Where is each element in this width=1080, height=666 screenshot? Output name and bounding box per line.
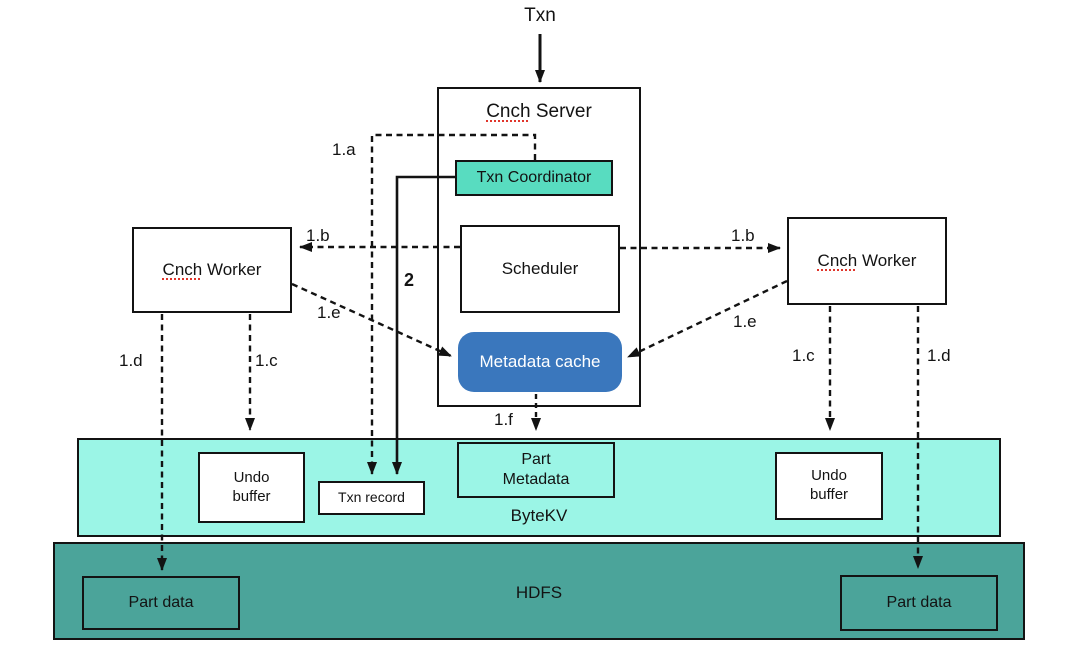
undo-buffer-left-box: Undo buffer bbox=[198, 452, 305, 523]
txn-record-label: Txn record bbox=[338, 489, 405, 506]
scheduler-label: Scheduler bbox=[501, 259, 579, 279]
edge-1e-left-path bbox=[291, 282, 452, 358]
metadata-cache-label: Metadata cache bbox=[479, 352, 601, 372]
edge-label-1c-right: 1.c bbox=[792, 346, 815, 365]
cnch-worker-left-box: Cnch Worker bbox=[132, 227, 292, 313]
edge-label-1e-right: 1.e bbox=[733, 312, 757, 331]
cnch-worker-left-word: Cnch bbox=[162, 260, 203, 280]
edge-label-1d-right: 1.d bbox=[927, 346, 951, 365]
cnch-worker-right-rest: Worker bbox=[861, 251, 917, 271]
hdfs-label: HDFS bbox=[515, 583, 563, 602]
cnch-worker-left-rest: Worker bbox=[206, 260, 262, 280]
undo-buffer-left-line1: Undo bbox=[233, 468, 270, 486]
txn-record-box: Txn record bbox=[318, 481, 425, 515]
bytekv-label: ByteKV bbox=[510, 506, 568, 525]
edge-label-1d-left: 1.d bbox=[119, 351, 143, 370]
edge-label-1b-left: 1.b bbox=[306, 226, 330, 245]
edge-label-1e-left: 1.e bbox=[317, 303, 341, 322]
edge-label-1c-left: 1.c bbox=[255, 351, 278, 370]
edge-label-2: 2 bbox=[404, 270, 415, 290]
cnch-worker-right-word: Cnch bbox=[817, 251, 858, 271]
edge-label-1f: 1.f bbox=[494, 410, 513, 429]
edge-1e-right-path bbox=[627, 279, 788, 359]
undo-buffer-right-line1: Undo bbox=[811, 467, 847, 485]
part-metadata-line1: Part bbox=[521, 451, 551, 468]
part-data-right-box: Part data bbox=[840, 575, 998, 631]
undo-buffer-left-line2: buffer bbox=[232, 487, 271, 505]
part-metadata-box: Part Metadata bbox=[457, 442, 615, 498]
metadata-cache-box: Metadata cache bbox=[458, 332, 622, 392]
part-metadata-line2: Metadata bbox=[502, 471, 570, 488]
cnch-server-title-rest: Server bbox=[535, 101, 592, 122]
part-data-left-box: Part data bbox=[82, 576, 240, 630]
cnch-server-title: Cnch Server bbox=[439, 100, 639, 124]
undo-buffer-right-line2: buffer bbox=[809, 486, 849, 503]
txn-label: Txn bbox=[524, 5, 556, 26]
cnch-worker-right-box: Cnch Worker bbox=[787, 217, 947, 305]
part-data-right-label: Part data bbox=[886, 594, 952, 611]
cnch-server-title-word: Cnch bbox=[486, 101, 531, 122]
txn-coordinator-label: Txn Coordinator bbox=[476, 169, 592, 186]
txn-coordinator-box: Txn Coordinator bbox=[455, 160, 613, 196]
edge-label-1a: 1.a bbox=[332, 140, 356, 159]
part-data-left-label: Part data bbox=[128, 594, 194, 611]
edge-label-1b-right: 1.b bbox=[731, 226, 755, 245]
scheduler-box: Scheduler bbox=[460, 225, 620, 313]
undo-buffer-right-box: Undo buffer bbox=[775, 452, 883, 520]
hdfs-band: HDFS bbox=[53, 542, 1025, 640]
